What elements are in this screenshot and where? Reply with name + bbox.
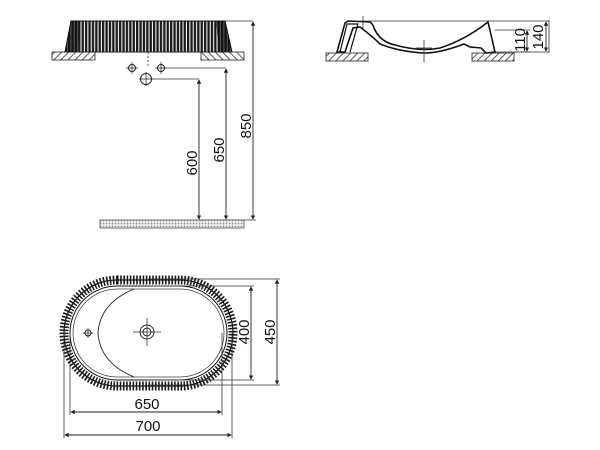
dim-label-650: 650	[211, 137, 228, 162]
tap-hole-top-icon	[83, 328, 93, 338]
front-view: 600 650 850	[51, 20, 256, 229]
tap-hole-left-icon	[126, 62, 138, 74]
waste-hole-icon	[139, 72, 153, 86]
counter-slab-left	[51, 51, 96, 61]
basin-bowl-outline	[97, 288, 135, 378]
dim-label-700: 700	[135, 418, 160, 435]
side-view: 110 140	[325, 16, 550, 62]
dim-label-400: 400	[236, 319, 253, 344]
counter-slab-right	[200, 51, 245, 61]
dim-label-110: 110	[512, 28, 529, 52]
dim-label-650-plan: 650	[134, 396, 159, 413]
top-view: 400 450 650 700	[59, 275, 280, 438]
dim-label-600: 600	[184, 150, 201, 175]
floor-strip	[99, 219, 245, 229]
basin-section-outer	[335, 20, 496, 54]
drain-icon	[133, 318, 161, 346]
dim-label-140: 140	[530, 24, 547, 49]
basin-front-body	[64, 20, 233, 53]
dim-label-450: 450	[262, 319, 279, 344]
dim-label-850: 850	[238, 113, 255, 138]
side-counter-slab-right	[471, 52, 515, 62]
side-counter-slab-left	[325, 52, 369, 62]
